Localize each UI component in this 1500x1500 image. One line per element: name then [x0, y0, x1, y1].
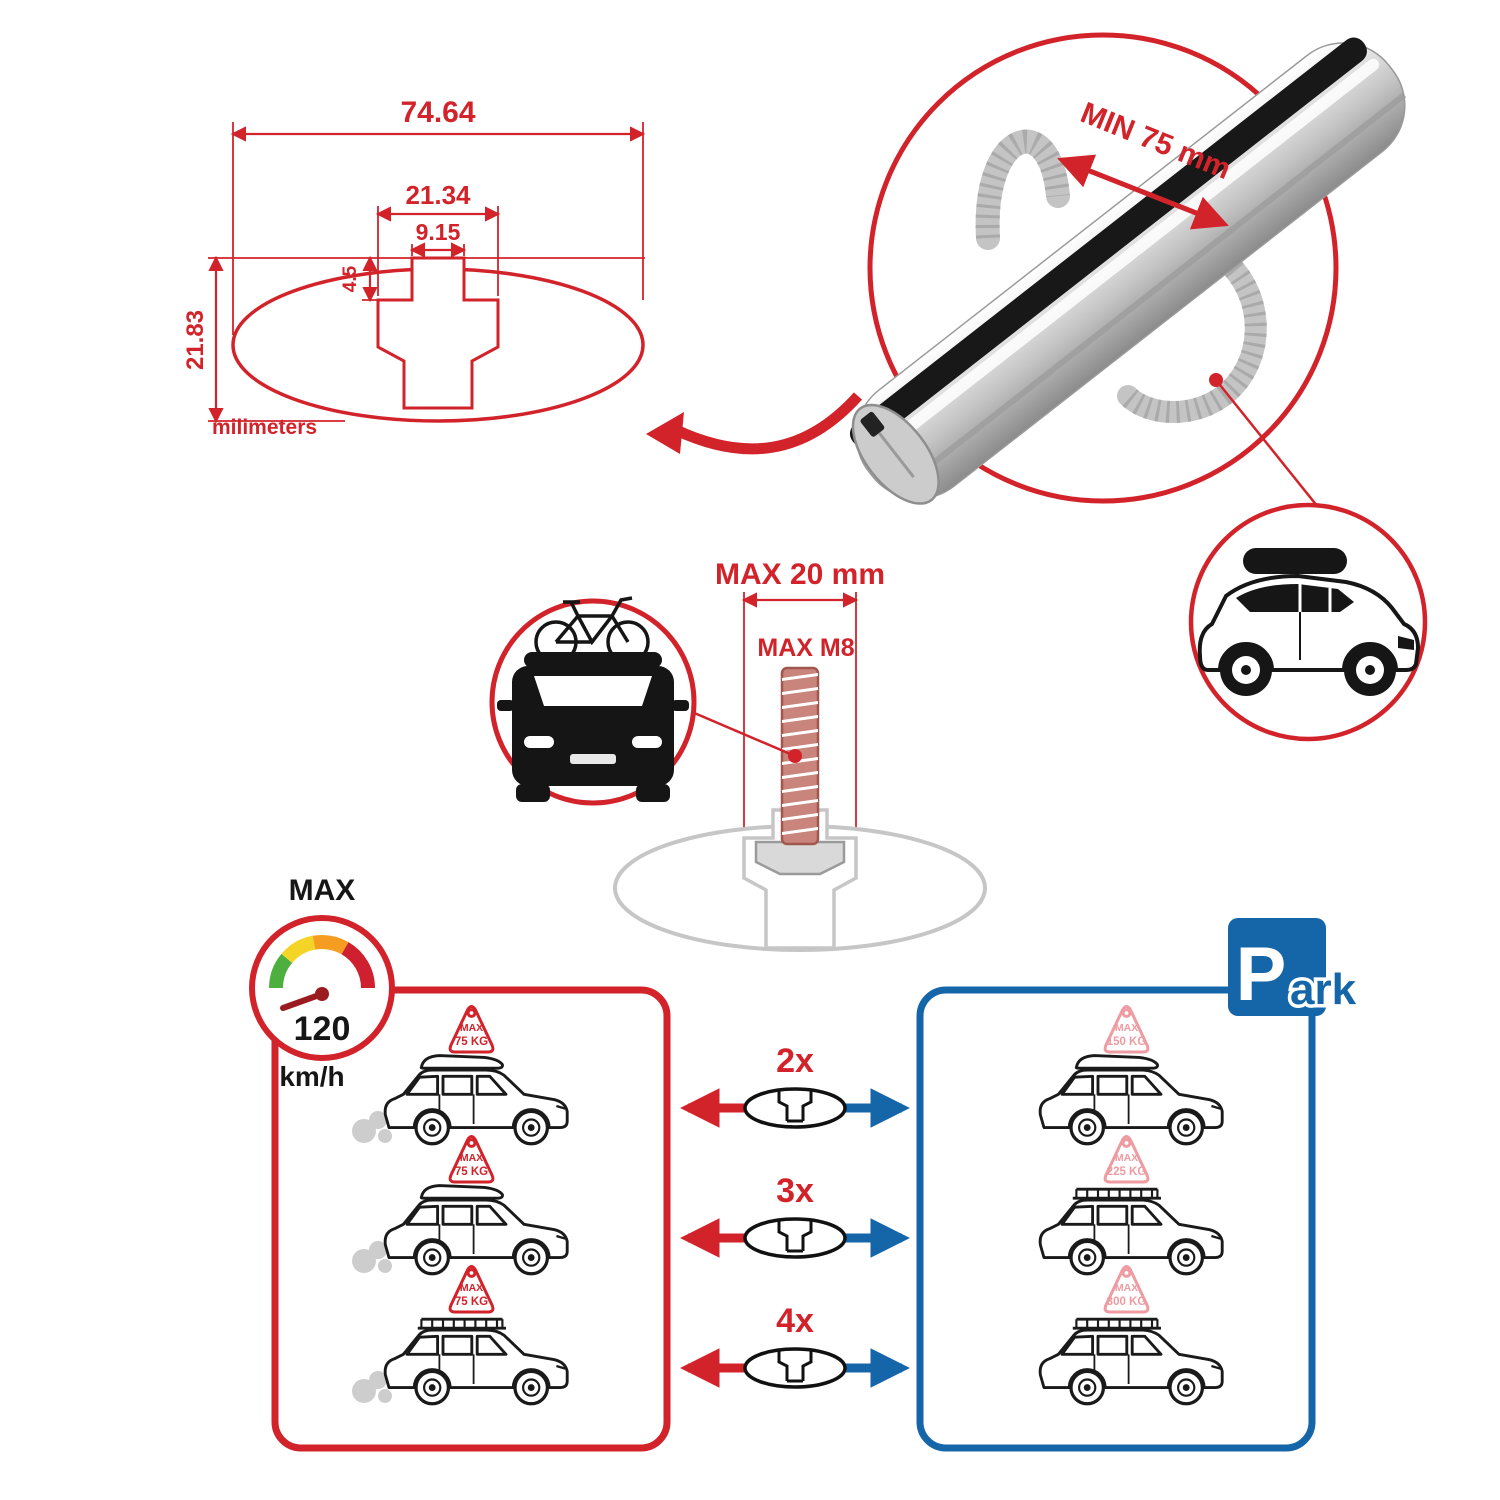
dim-opening-width: 9.15: [409, 219, 467, 258]
dim-width-total: 74.64: [230, 96, 646, 335]
dim-opening-width-label: 9.15: [416, 219, 461, 245]
driving-cars: MAX 75 KG MAX 75 KG MAX 75 KG: [352, 1005, 569, 1406]
car-bike-circle: [489, 596, 697, 806]
crossbar-oval-icon: [743, 1087, 847, 1129]
row-2x: 2x: [680, 1042, 910, 1129]
arrowhead: [646, 412, 684, 454]
load-badge: MAX 75 KG: [448, 1135, 495, 1184]
dim-slot-width: 21.34: [375, 180, 501, 296]
crossbar-count-rows: 2x 3x 4x: [680, 1042, 910, 1389]
load-badge: MAX 225 KG: [1103, 1135, 1150, 1184]
badge-max: MAX: [460, 1282, 483, 1294]
roof-box-icon: [1243, 548, 1347, 574]
speed-units: km/h: [279, 1061, 344, 1092]
dim-lip-height-label: 4.5: [340, 265, 361, 292]
car-front-icon: [497, 652, 689, 802]
badge-max: MAX: [1115, 1022, 1138, 1034]
suv-illustration: [1197, 548, 1421, 696]
suv-roofbox-circle: [1188, 502, 1428, 742]
mounting-strap-left: [975, 129, 1070, 250]
callout-line: [691, 710, 796, 758]
callout-dot: [788, 749, 802, 763]
rubber-strip: [849, 37, 1367, 448]
dim-height-total: 21.83: [182, 255, 645, 424]
dim-width-total-label: 74.64: [400, 96, 475, 129]
units-label: milimeters: [212, 416, 317, 439]
park-sign: P ark: [1228, 918, 1360, 1018]
badge-weight: 150 KG: [1107, 1036, 1147, 1048]
speed-gauge: MAX 120 km/h: [249, 874, 395, 1092]
load-badge: MAX 150 KG: [1103, 1005, 1150, 1054]
load-badge: MAX 300 KG: [1103, 1265, 1150, 1314]
load-badge: MAX 75 KG: [448, 1005, 495, 1054]
badge-max: MAX: [460, 1152, 483, 1164]
row-3x: 3x: [680, 1172, 910, 1259]
park-sign-ark: ark: [1290, 965, 1357, 1014]
t-bolt-head: [754, 840, 846, 876]
badge-weight: 75 KG: [455, 1296, 488, 1308]
cross-section-diagram: 74.64 21.34 9.15 4.5 21.83 milimeters: [182, 96, 646, 439]
badge-max: MAX: [1115, 1152, 1138, 1164]
crossbar-oval-icon: [743, 1347, 847, 1389]
callout-dot: [1209, 373, 1223, 387]
curved-pointer-arrow: [646, 392, 863, 455]
bolt-dimension-diagram: MAX 20 mm MAX M8: [613, 558, 987, 952]
badge-weight: 75 KG: [455, 1166, 488, 1178]
gauge-arc: [269, 935, 375, 989]
badge-weight: 75 KG: [455, 1036, 488, 1048]
dim-lip-height: 4.5: [340, 255, 410, 303]
dim-slot-width-label: 21.34: [405, 180, 471, 210]
parked-cars: MAX 150 KG MAX 225 KG MAX 300 KG: [1038, 1005, 1224, 1406]
max-thread-label: MAX M8: [757, 634, 854, 662]
max-width-label: MAX 20 mm: [715, 558, 885, 591]
dim-height-total-label: 21.83: [182, 310, 209, 370]
load-badge: MAX 75 KG: [448, 1265, 495, 1314]
badge-max: MAX: [460, 1022, 483, 1034]
badge-weight: 225 KG: [1107, 1166, 1147, 1178]
park-sign-p: P: [1236, 932, 1287, 1017]
callout-line: [1215, 379, 1323, 513]
speed-max-label: MAX: [289, 874, 356, 907]
speed-value: 120: [294, 1010, 351, 1048]
badge-max: MAX: [1115, 1282, 1138, 1294]
mounting-strap-right: [1117, 239, 1267, 423]
multiplier-4x: 4x: [776, 1302, 814, 1340]
row-4x: 4x: [680, 1302, 910, 1389]
multiplier-2x: 2x: [776, 1042, 814, 1080]
badge-weight: 300 KG: [1107, 1296, 1147, 1308]
aluminium-crossbar: [849, 37, 1407, 505]
multiplier-3x: 3x: [776, 1172, 814, 1210]
crossbar-oval-icon: [743, 1217, 847, 1259]
bar-photo-circle: MIN 75 mm: [849, 32, 1407, 513]
